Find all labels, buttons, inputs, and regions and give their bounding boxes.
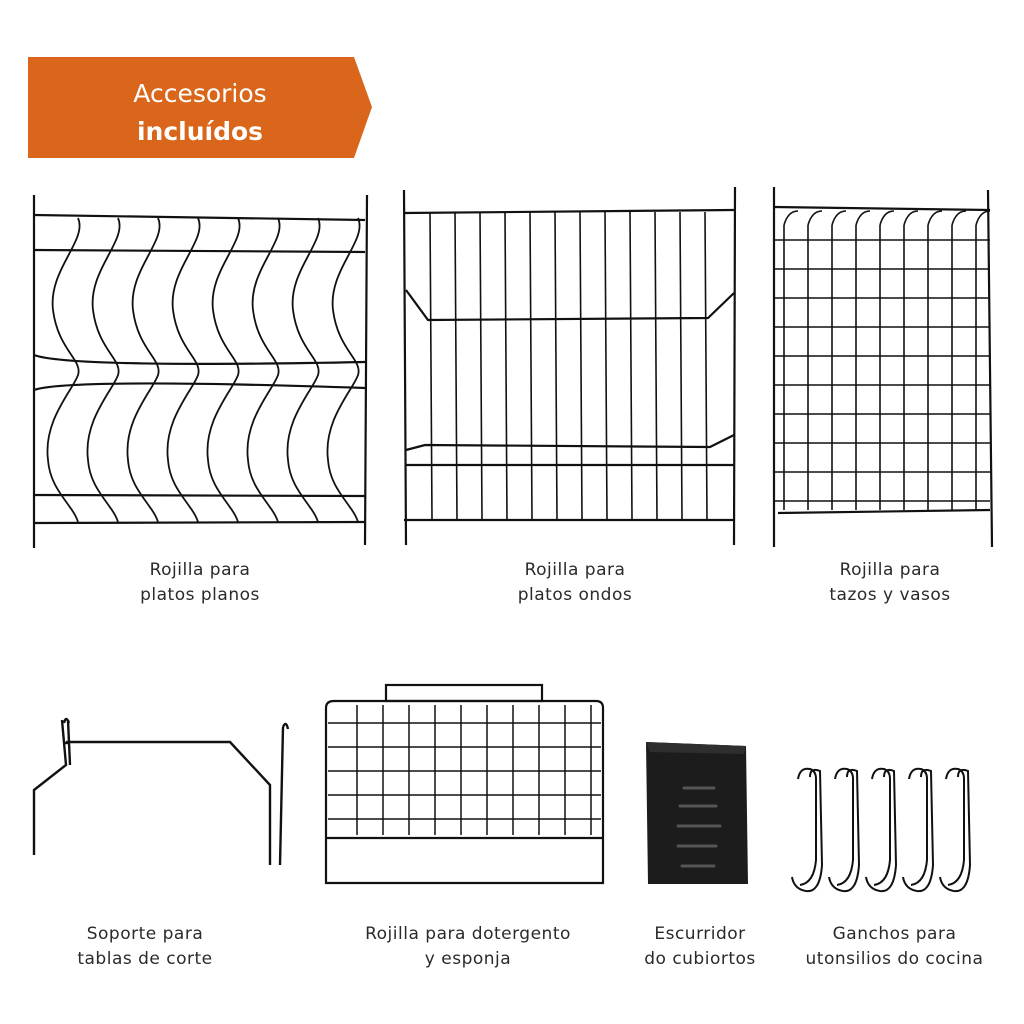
hook-wire bbox=[908, 767, 928, 886]
hook-wire bbox=[865, 768, 898, 893]
flat-plate-rack-label: Rojilla para platos planos bbox=[100, 558, 300, 608]
hook-wire bbox=[828, 768, 861, 893]
label-line1: Rojilla para dotergento bbox=[365, 924, 571, 944]
banner-background bbox=[28, 57, 372, 158]
banner-title: Accesorios incluídos bbox=[28, 75, 372, 151]
label-line2: platos planos bbox=[140, 585, 260, 605]
utensil-hooks-drawing bbox=[791, 767, 972, 893]
cutting-board-stand-image bbox=[30, 715, 295, 870]
deep-plate-rack-drawing bbox=[402, 186, 737, 546]
wire bbox=[326, 217, 361, 523]
label-line2: utonsilios do cocina bbox=[805, 949, 984, 969]
wire bbox=[479, 211, 483, 521]
label-line1: Soporte para bbox=[86, 924, 204, 944]
wire bbox=[504, 211, 508, 521]
hook-wire bbox=[871, 767, 891, 886]
hook-wire bbox=[797, 767, 817, 886]
cutting-board-stand-label: Soporte para tablas de corte bbox=[55, 922, 235, 972]
utensil-hooks-image bbox=[780, 765, 975, 900]
deep-plate-rack-label: Rojilla para platos ondos bbox=[470, 558, 680, 608]
wire bbox=[831, 210, 847, 226]
utensil-hooks-label: Ganchos para utonsilios do cocina bbox=[792, 922, 997, 972]
label-line2: tazos y vasos bbox=[829, 585, 951, 605]
wire bbox=[927, 210, 943, 226]
cups-rack-image bbox=[770, 185, 998, 555]
wire bbox=[46, 217, 81, 523]
label-line2: do cubiortos bbox=[644, 949, 756, 969]
wire bbox=[783, 210, 799, 226]
wire bbox=[429, 211, 433, 521]
sponge-rack-image bbox=[322, 683, 607, 888]
wire bbox=[246, 217, 281, 523]
hook-wire bbox=[791, 768, 824, 893]
wire bbox=[286, 217, 321, 523]
wire bbox=[879, 210, 895, 226]
wire bbox=[679, 211, 683, 521]
wire bbox=[579, 211, 583, 521]
wire bbox=[903, 210, 919, 226]
cups-rack-label: Rojilla para tazos y vasos bbox=[785, 558, 995, 608]
banner-title-line1: Accesorios bbox=[133, 79, 267, 108]
label-line1: Rojilla para bbox=[524, 560, 626, 580]
hook-wire bbox=[834, 767, 854, 886]
cups-rack-drawing bbox=[772, 187, 994, 548]
wire bbox=[86, 217, 121, 523]
deep-plate-rack-image bbox=[400, 185, 740, 550]
cutlery-drainer-label: Escurridor do cubiortos bbox=[625, 922, 775, 972]
label-line1: Escurridor bbox=[654, 924, 746, 944]
wire bbox=[855, 210, 871, 226]
cutlery-drainer-drawing bbox=[646, 742, 748, 884]
cutting-board-stand-drawing bbox=[32, 717, 290, 866]
flat-plate-rack-image bbox=[28, 190, 373, 550]
banner-title-line2: incluídos bbox=[136, 117, 264, 146]
cutlery-drainer-image bbox=[644, 738, 750, 886]
flat-plate-rack-drawing bbox=[32, 194, 369, 548]
wire bbox=[126, 217, 161, 523]
hook-wire bbox=[902, 768, 935, 893]
wire bbox=[951, 210, 967, 226]
sponge-rack-drawing bbox=[324, 683, 605, 885]
hook-wire bbox=[939, 768, 972, 893]
wire bbox=[529, 211, 533, 521]
accessories-banner: Accesorios incluídos bbox=[28, 57, 372, 158]
label-line1: Ganchos para bbox=[832, 924, 957, 944]
wire bbox=[975, 210, 991, 226]
wire bbox=[629, 211, 633, 521]
label-line1: Rojilla para bbox=[839, 560, 941, 580]
label-line2: tablas de corte bbox=[77, 949, 213, 969]
label-line2: platos ondos bbox=[517, 585, 633, 605]
wire bbox=[604, 211, 608, 521]
wire bbox=[654, 211, 658, 521]
wire bbox=[206, 217, 241, 523]
wire bbox=[704, 211, 708, 521]
hook-wire bbox=[945, 767, 965, 886]
wire bbox=[166, 217, 201, 523]
label-line1: Rojilla para bbox=[149, 560, 251, 580]
sponge-rack-label: Rojilla para dotergento y esponja bbox=[348, 922, 588, 972]
wire bbox=[807, 210, 823, 226]
label-line2: y esponja bbox=[424, 949, 512, 969]
wire bbox=[454, 211, 458, 521]
wire bbox=[554, 211, 558, 521]
